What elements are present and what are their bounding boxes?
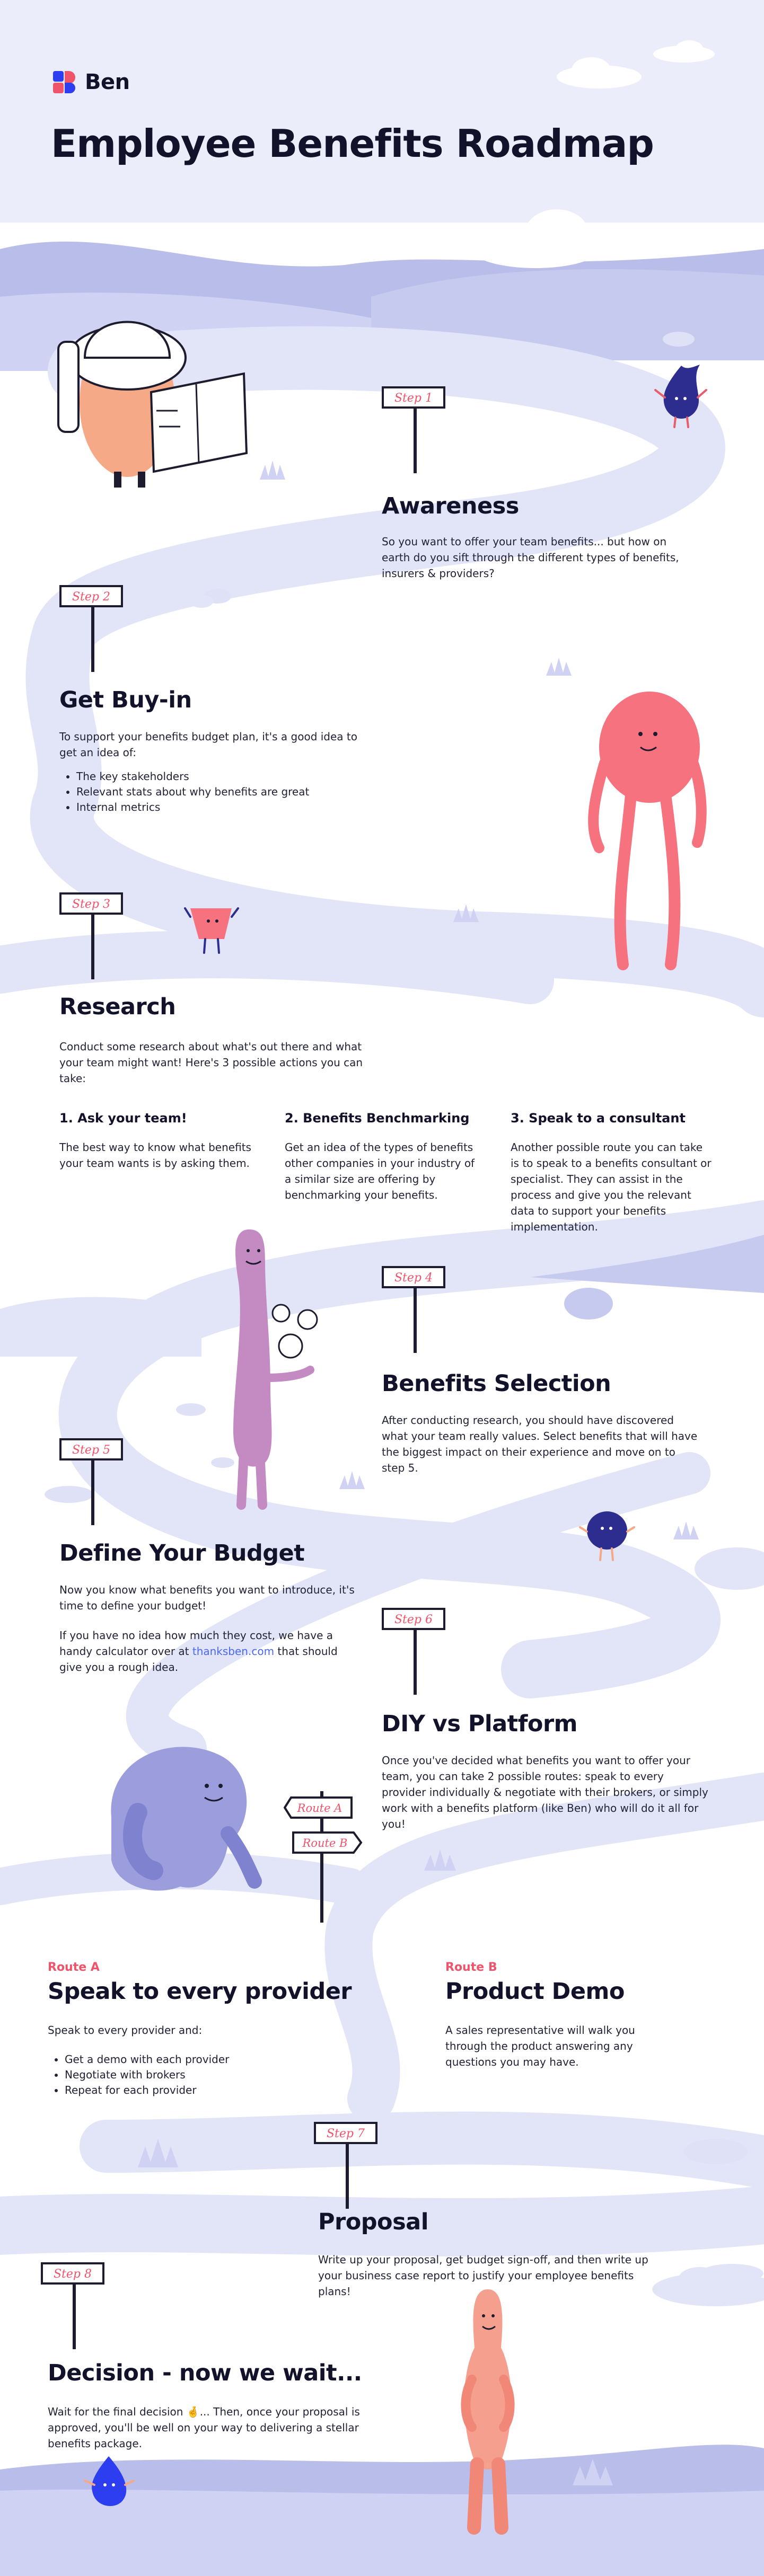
brand[interactable]: Ben (51, 69, 130, 95)
section-title: Benefits Selection (382, 1370, 611, 1397)
column-title: 2. Benefits Benchmarking (285, 1111, 470, 1126)
column-title: 3. Speak to a consultant (511, 1111, 686, 1126)
section-body-secondary: If you have no idea how much they cost, … (59, 1629, 338, 1674)
signpost-step-8: Step 8 (41, 2262, 104, 2349)
research-column-2: 2. Benefits Benchmarking Get an idea of … (285, 1111, 481, 1203)
column-body: Another possible route you can take is t… (511, 1141, 712, 1233)
section-body: Conduct some research about what's out t… (59, 1040, 363, 1085)
signpost-label: Step 5 (72, 1444, 110, 1457)
bullet-list: Get a demo with each provider Negotiate … (48, 2052, 376, 2098)
route-label: Route B (445, 1961, 497, 1974)
signpost-label: Step 7 (327, 2127, 365, 2140)
signpost-step-3: Step 3 (59, 892, 123, 979)
brand-name: Ben (85, 70, 130, 94)
navy-blob-character (579, 1511, 635, 1561)
section-research: Research Conduct some research about wha… (59, 994, 377, 1086)
section-body: A sales representative will walk you thr… (445, 2024, 635, 2069)
list-item: Negotiate with brokers (65, 2067, 376, 2083)
signpost-label: Step 8 (54, 2268, 92, 2281)
section-body: After conducting research, you should ha… (382, 1414, 698, 1475)
signpost-label: Step 4 (394, 1271, 433, 1285)
research-column-1: 1. Ask your team! The best way to know w… (59, 1111, 256, 1171)
section-benefits-selection: Benefits Selection After conducting rese… (382, 1371, 700, 1476)
cloud-icon (472, 40, 715, 268)
section-title: DIY vs Platform (382, 1711, 577, 1737)
signpost-step-6: Step 6 (382, 1608, 445, 1695)
section-title: Decision - now we wait... (48, 2360, 362, 2386)
page-title: Employee Benefits Roadmap (51, 121, 654, 166)
section-body: Write up your proposal, get budget sign-… (318, 2253, 648, 2298)
list-item: Get a demo with each provider (65, 2052, 376, 2067)
section-route-b: Route B Product Demo A sales representat… (445, 1961, 657, 2070)
list-item: The key stakeholders (76, 769, 377, 784)
route-a-sign-label: Route A (297, 1802, 343, 1814)
route-b-sign-label: Route B (302, 1837, 348, 1849)
lavender-character (111, 1747, 262, 1891)
signpost-label: Step 6 (394, 1613, 433, 1626)
section-body: Once you've decided what benefits you wa… (382, 1754, 708, 1831)
list-item: Internal metrics (76, 800, 377, 815)
red-cup-character (184, 907, 239, 954)
signpost-step-7: Step 7 (314, 2122, 377, 2209)
section-define-budget: Define Your Budget Now you know what ben… (59, 1541, 356, 1675)
research-column-3: 3. Speak to a consultant Another possibl… (511, 1111, 712, 1235)
signpost-step-2: Step 2 (59, 585, 123, 672)
signpost-step-1: Step 1 (382, 386, 445, 473)
section-body: Wait for the final decision 🤞... Then, o… (48, 2405, 360, 2450)
section-title: Proposal (318, 2209, 428, 2235)
section-route-a: Route A Speak to every provider Speak to… (48, 1961, 376, 2098)
blue-drop-character (84, 2456, 135, 2506)
route-label: Route A (48, 1961, 100, 1974)
signpost-label: Step 3 (72, 898, 110, 911)
section-title: Define Your Budget (59, 1540, 305, 1566)
section-proposal: Proposal Write up your proposal, get bud… (318, 2209, 657, 2299)
list-item: Repeat for each provider (65, 2083, 376, 2098)
signpost-step-4: Step 4 (382, 1266, 445, 1353)
section-title: Get Buy-in (59, 687, 192, 713)
bullet-list: The key stakeholders Relevant stats abou… (59, 769, 377, 815)
ben-logo-icon (53, 71, 75, 93)
navy-drop-character (654, 365, 707, 428)
calculator-link[interactable]: thanksben.com (192, 1645, 275, 1658)
column-title: 1. Ask your team! (59, 1111, 187, 1126)
section-title: Product Demo (445, 1978, 625, 2005)
signpost-step-5: Step 5 (59, 1438, 123, 1525)
section-title: Research (59, 994, 176, 1020)
grass-icon (138, 461, 699, 2485)
section-body: So you want to offer your team benefits.… (382, 535, 679, 580)
section-body: Now you know what benefits you want to i… (59, 1583, 355, 1613)
section-decision: Decision - now we wait... Wait for the f… (48, 2360, 387, 2451)
section-body: Speak to every provider and: (48, 2024, 203, 2037)
signpost-label: Step 1 (394, 392, 433, 405)
column-body: Get an idea of the types of benefits oth… (285, 1141, 475, 1201)
explorer-character (57, 321, 248, 488)
salmon-character (461, 2289, 515, 2535)
section-diy-vs-platform: DIY vs Platform Once you've decided what… (382, 1711, 710, 1832)
section-body: To support your benefits budget plan, it… (59, 730, 358, 759)
column-body: The best way to know what benefits your … (59, 1141, 251, 1170)
section-title: Awareness (382, 493, 519, 519)
signpost-routes: Route A Route B (284, 1791, 363, 1923)
purple-character (233, 1229, 318, 1510)
section-get-buy-in: Get Buy-in To support your benefits budg… (59, 687, 377, 815)
section-awareness: Awareness So you want to offer your team… (382, 493, 689, 581)
list-item: Relevant stats about why benefits are gr… (76, 784, 377, 800)
section-title: Speak to every provider (48, 1978, 352, 2005)
pink-blob-character (588, 692, 707, 970)
signpost-label: Step 2 (72, 590, 110, 604)
